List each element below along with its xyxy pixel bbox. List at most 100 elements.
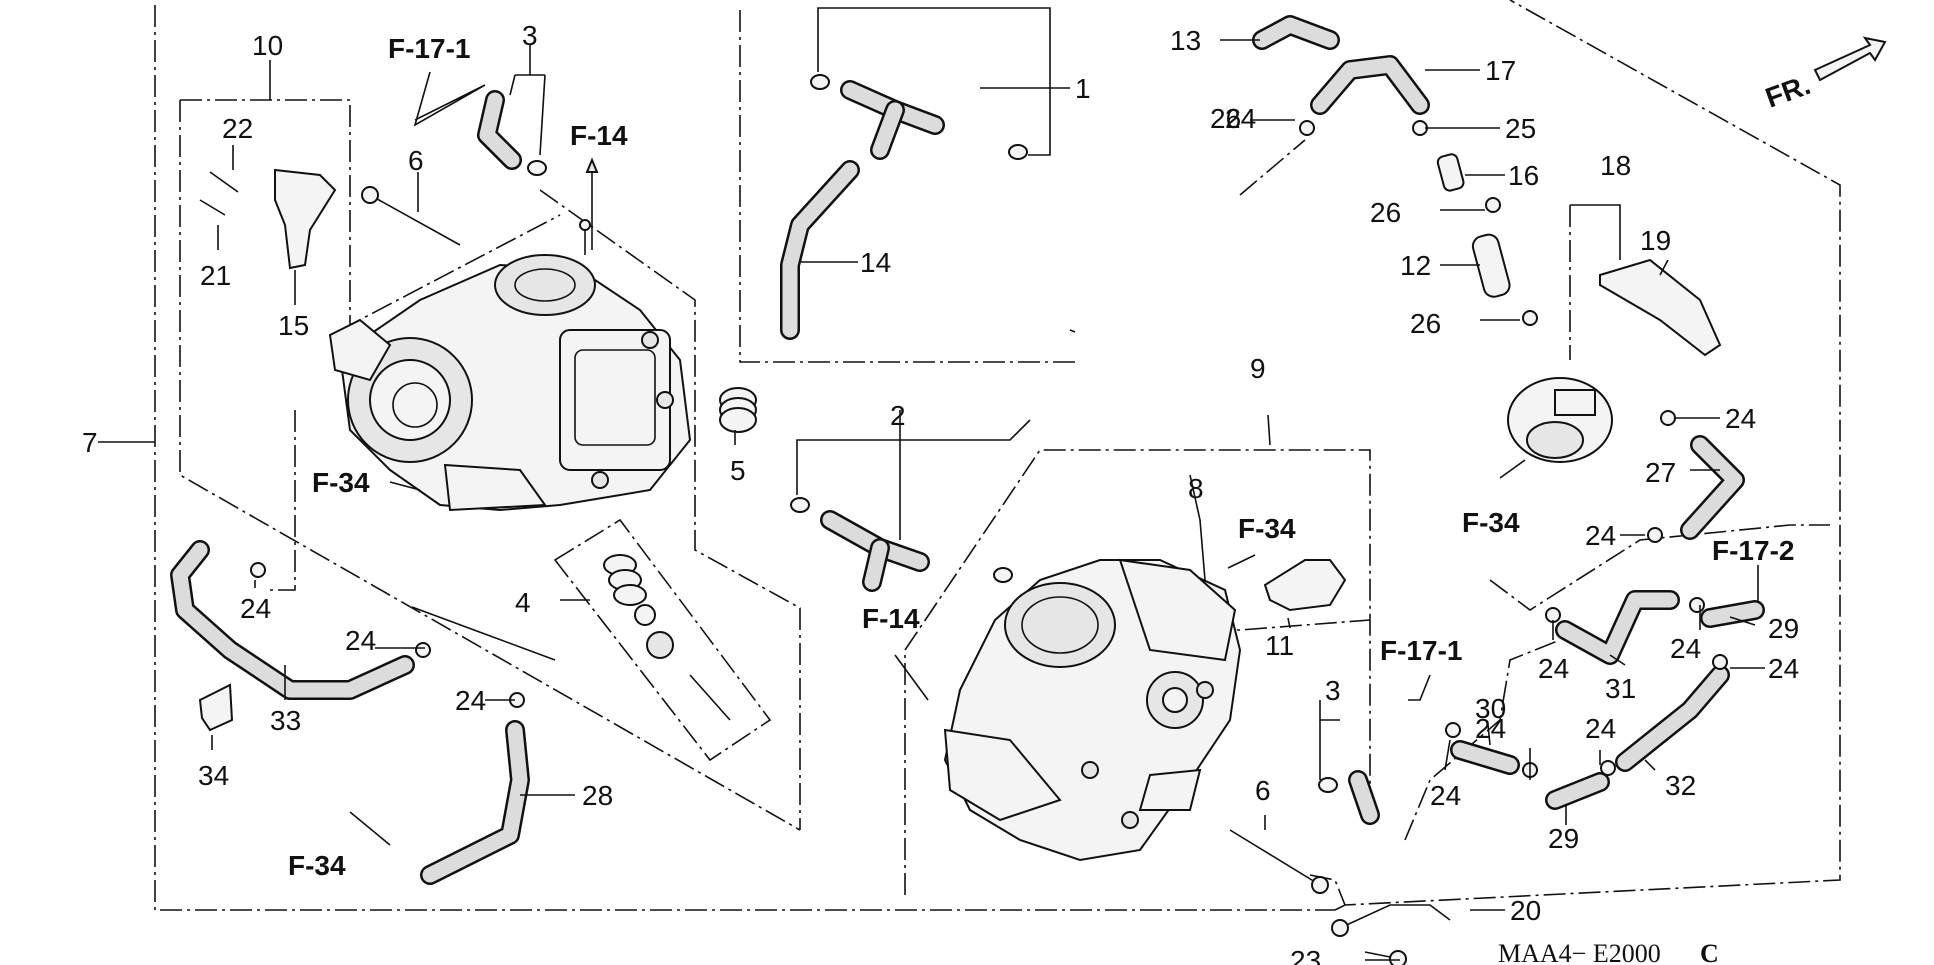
ref-f-17-2: F-17-2: [1712, 535, 1794, 566]
leader-lines: [211, 7, 1765, 961]
label-part-16: 16: [1508, 160, 1539, 191]
label-part-24-h: 24: [1768, 653, 1799, 684]
label-part-1: 1: [1075, 73, 1091, 104]
fitting-16: [1436, 153, 1465, 192]
joint-29-bottom: [1545, 772, 1610, 810]
label-part-11: 11: [1265, 630, 1294, 661]
bolt-6-bottom: [1229, 829, 1329, 894]
air-valve-18: [1507, 377, 1613, 463]
label-part-7: 7: [82, 427, 98, 458]
hose-17: [1310, 55, 1430, 115]
pipe-12: [1471, 233, 1511, 298]
label-part-14: 14: [860, 247, 891, 278]
label-part-3-top: 3: [522, 20, 538, 51]
ref-f-34-right: F-34: [1462, 507, 1520, 538]
hose-13: [1252, 15, 1340, 50]
label-part-24-g: 24: [1670, 633, 1701, 664]
elbow-3-bottom: [1318, 770, 1380, 825]
bolt-23: [1364, 950, 1407, 965]
label-part-29-bottom: 29: [1548, 823, 1579, 854]
bracket-15: [274, 168, 337, 270]
hose-28: [420, 720, 530, 885]
label-part-22: 22: [222, 113, 253, 144]
label-part-24-i: 24: [1475, 713, 1506, 744]
front-label: FR.: [1761, 69, 1814, 114]
label-part-26-c: 26: [1410, 308, 1441, 339]
elbow-3-top: [477, 90, 547, 176]
left-carburetor: [328, 219, 692, 512]
label-part-20: 20: [1510, 895, 1541, 926]
joint-29-right: [1700, 600, 1765, 628]
label-part-3-bottom: 3: [1325, 675, 1341, 706]
hose-27: [1680, 435, 1745, 540]
label-part-24-f: 24: [1538, 653, 1569, 684]
label-part-23: 23: [1290, 945, 1321, 965]
hose-14: [780, 160, 860, 340]
drawing-code-suffix: C: [1700, 939, 1719, 965]
label-part-24-k: 24: [1585, 713, 1616, 744]
label-part-24-a: 24: [240, 593, 271, 624]
label-part-26-b: 26: [1370, 197, 1401, 228]
ref-f-17-1-lower: F-17-1: [1380, 635, 1462, 666]
label-part-26-a: 26: [1210, 103, 1241, 134]
bolt-6-top: [361, 186, 461, 246]
label-part-6-bottom: 6: [1255, 775, 1271, 806]
label-part-10: 10: [252, 30, 283, 61]
t-joint-1: [810, 74, 1028, 160]
label-part-25: 25: [1505, 113, 1536, 144]
drawing-code-text: MAA4− E2000: [1498, 939, 1661, 965]
clamp-34: [198, 683, 234, 732]
label-part-6-top: 6: [408, 145, 424, 176]
label-part-13: 13: [1170, 25, 1201, 56]
ref-f-34-center: F-34: [1238, 513, 1296, 544]
clips: [250, 120, 1728, 778]
screw-kit-4: [553, 518, 772, 762]
label-part-30: 30: [1475, 693, 1506, 724]
t-joint-2: [790, 497, 1013, 592]
drawing-code: MAA4− E2000 C: [1498, 939, 1719, 965]
part-number-labels: 1 2 3 3 4 5 6 6 7 8 9 10 11 12 13 14 15 …: [82, 20, 1799, 965]
label-part-24-c: 24: [455, 685, 486, 716]
label-part-24-b: 24: [345, 625, 376, 656]
spring-5: [719, 387, 757, 433]
bracket-11: [1263, 559, 1347, 612]
label-part-4: 4: [515, 587, 531, 618]
label-part-21: 21: [200, 260, 231, 291]
label-part-8: 8: [1188, 473, 1204, 504]
right-carburetor: [943, 558, 1242, 862]
label-part-29-right: 29: [1768, 613, 1799, 644]
label-part-27: 27: [1645, 457, 1676, 488]
screws-21-22: [199, 171, 239, 216]
reference-labels: F-17-1 F-14 F-34 F-34 F-14 F-34 F-17-1 F…: [288, 33, 1794, 881]
label-part-18: 18: [1600, 150, 1631, 181]
label-part-24-j: 24: [1430, 780, 1461, 811]
label-part-28: 28: [582, 780, 613, 811]
seal-19: [1599, 258, 1722, 357]
label-part-32: 32: [1665, 770, 1696, 801]
label-part-34: 34: [198, 760, 229, 791]
label-part-24-e: 24: [1585, 520, 1616, 551]
ref-f-34-middle: F-34: [312, 467, 370, 498]
hose-31: [1555, 590, 1680, 665]
label-part-24-d: 24: [1725, 403, 1756, 434]
hose-32: [1615, 665, 1730, 772]
label-part-15: 15: [278, 310, 309, 341]
outer-frame: [98, 0, 1841, 911]
reference-arrows: [349, 71, 1759, 846]
bracket-20: [1331, 904, 1451, 937]
label-part-17: 17: [1485, 55, 1516, 86]
label-part-24-l: 24: [1225, 103, 1256, 134]
ref-f-14-lower: F-14: [862, 603, 920, 634]
ref-f-14-top: F-14: [570, 120, 628, 151]
label-part-5: 5: [730, 455, 746, 486]
label-part-12: 12: [1400, 250, 1431, 281]
front-direction-arrow: FR.: [1761, 36, 1887, 114]
ref-f-17-1-top: F-17-1: [388, 33, 470, 64]
label-part-33: 33: [270, 705, 301, 736]
hose-33: [170, 540, 415, 700]
label-part-2: 2: [890, 400, 906, 431]
hose-30: [1450, 740, 1520, 775]
ref-f-34-bottom: F-34: [288, 850, 346, 881]
